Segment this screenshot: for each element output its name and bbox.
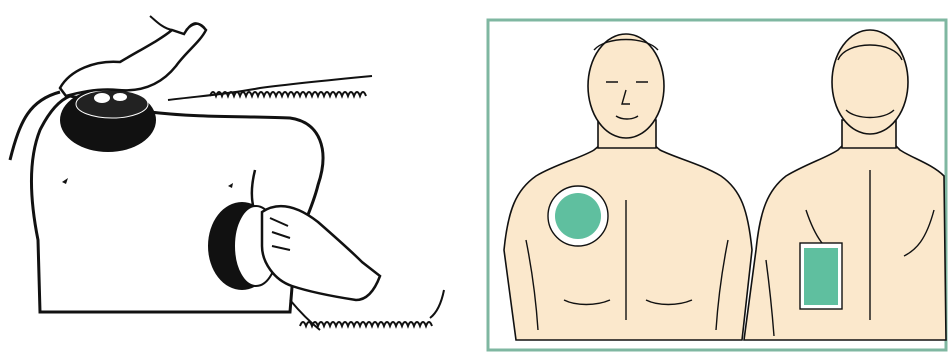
cable-coil-top <box>210 92 366 96</box>
paddle-placement-illustration <box>0 0 470 353</box>
hand-icon <box>60 23 206 96</box>
pad-placement-front-back <box>486 0 948 353</box>
electrode-pad-icon <box>548 186 608 246</box>
paddle-illustration-svg <box>0 0 470 353</box>
defibrillator-paddle-icon <box>60 88 156 152</box>
electrode-pad-icon-back <box>800 243 842 309</box>
front-head <box>588 34 664 138</box>
pad-placement-svg <box>486 0 948 353</box>
cable-coil-bottom <box>300 322 432 326</box>
